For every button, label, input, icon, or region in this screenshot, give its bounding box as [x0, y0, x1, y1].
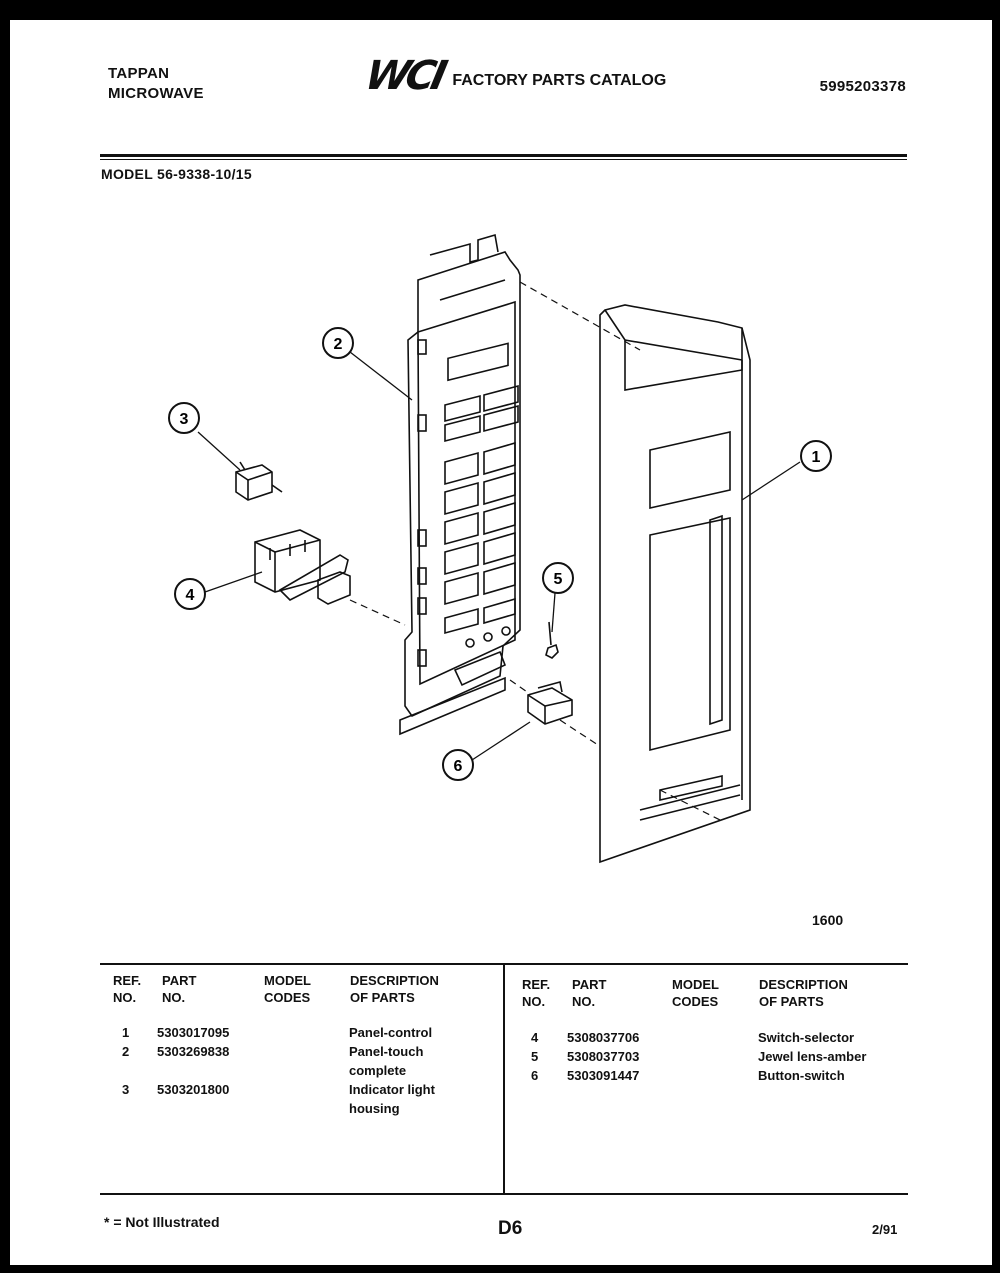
callout-2: 2 — [322, 327, 354, 359]
part-no: 5303091447 — [567, 1068, 640, 1083]
callout-3-label: 3 — [180, 411, 189, 428]
figure-number: 1600 — [812, 912, 844, 928]
switch-selector-part — [254, 529, 351, 605]
scan-border-top — [0, 0, 1000, 20]
scan-border-bottom — [0, 1265, 1000, 1273]
control-panel-door — [599, 304, 751, 864]
callout-2-label: 2 — [334, 336, 343, 353]
part-description: Panel-control — [349, 1025, 433, 1040]
table-column-divider — [503, 965, 505, 1195]
ref-no: 2 — [122, 1044, 130, 1059]
callout-1-label: 1 — [812, 449, 821, 466]
scan-border-left — [0, 0, 10, 1273]
callout-4-label: 4 — [186, 587, 195, 604]
ref-no: 4 — [531, 1030, 539, 1045]
table-bottom-rule — [100, 1193, 908, 1195]
part-description: Button-switch — [758, 1068, 845, 1083]
col-ref-right: REF.NO. — [522, 977, 551, 1009]
product-type: MICROWAVE — [108, 85, 204, 102]
keypad-grid — [444, 384, 519, 635]
part-description: Switch-selector — [758, 1030, 855, 1045]
touch-panel-board — [399, 233, 521, 736]
indicator-light-housing — [235, 461, 283, 501]
header-rule — [100, 154, 907, 157]
callout-5-label: 5 — [554, 571, 563, 588]
ref-no: 3 — [122, 1082, 130, 1097]
catalog-logo: WCI FACTORY PARTS CATALOG — [361, 53, 667, 99]
callout-5: 5 — [542, 562, 574, 594]
part-description: Indicator light — [349, 1082, 435, 1097]
callout-1: 1 — [800, 440, 832, 472]
wci-logo: WCI — [361, 53, 448, 99]
part-no: 5303269838 — [157, 1044, 230, 1059]
jewel-lens-part — [545, 621, 559, 659]
page-number: D6 — [498, 1218, 523, 1239]
assembly-lines — [349, 281, 721, 821]
not-illustrated-note: * = Not Illustrated — [104, 1214, 220, 1230]
revision-date: 2/91 — [872, 1222, 898, 1237]
model-number: MODEL 56-9338-10/15 — [101, 166, 252, 182]
scan-border-right — [992, 0, 1000, 1273]
brand-name: TAPPAN — [108, 65, 170, 82]
catalog-title: FACTORY PARTS CATALOG — [452, 72, 667, 89]
part-no: 5308037703 — [567, 1049, 640, 1064]
catalog-number: 5995203378 — [819, 78, 906, 95]
part-no: 5303017095 — [157, 1025, 230, 1040]
leader-lines — [197, 351, 801, 761]
callout-3: 3 — [168, 402, 200, 434]
part-description: Jewel lens-amber — [758, 1049, 867, 1064]
callout-4: 4 — [174, 578, 206, 610]
brand-block: TAPPAN MICROWAVE — [108, 64, 204, 104]
ref-no: 5 — [531, 1049, 539, 1064]
col-ref-left: REF.NO. — [113, 973, 142, 1005]
table-top-rule — [100, 963, 908, 965]
callout-6: 6 — [442, 749, 474, 781]
part-no: 5303201800 — [157, 1082, 230, 1097]
ref-no: 1 — [122, 1025, 130, 1040]
part-description-cont: complete — [349, 1063, 407, 1078]
part-no: 5308037706 — [567, 1030, 640, 1045]
callout-6-label: 6 — [454, 758, 463, 775]
exploded-parts-diagram: 1 2 3 4 5 6 — [168, 233, 832, 864]
part-description-cont: housing — [349, 1101, 400, 1116]
part-description: Panel-touch — [349, 1044, 424, 1059]
button-switch-part — [527, 681, 573, 725]
ref-no: 6 — [531, 1068, 539, 1083]
header-rule-thin — [100, 159, 907, 160]
